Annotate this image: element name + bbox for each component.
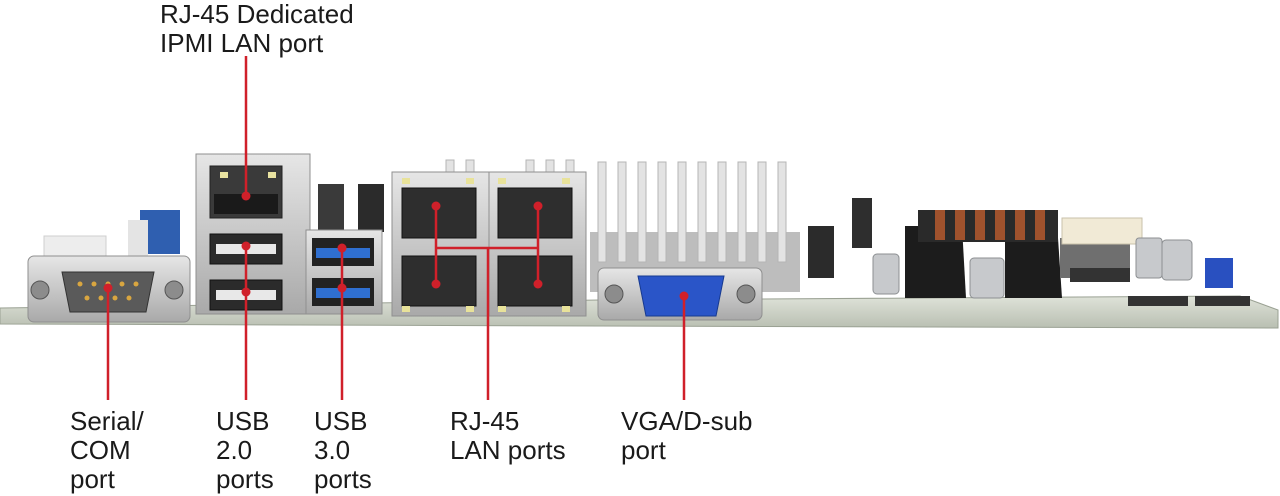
ipmi-label-line-2: IPMI LAN port xyxy=(160,28,324,58)
vga-label-line-2: port xyxy=(621,435,666,465)
callout-lines xyxy=(106,56,686,400)
serial-label-line-1: Serial/ xyxy=(70,406,144,436)
vga-port-label: VGA/D-sub port xyxy=(621,407,753,465)
ipmi-usb2-stack xyxy=(195,153,311,315)
usb3-ports-label: USB 3.0 ports xyxy=(314,407,372,494)
lan-label-line-2: LAN ports xyxy=(450,435,566,465)
usb3-stack xyxy=(305,229,383,315)
ipmi-label-line-1: RJ-45 Dedicated xyxy=(160,0,354,29)
usb2-ports-label: USB 2.0 ports xyxy=(216,407,274,494)
capacitors xyxy=(872,237,1193,299)
usb2-label-line-3: ports xyxy=(216,464,274,494)
callout-dots xyxy=(103,191,689,301)
lan-ports-label: RJ-45 LAN ports xyxy=(450,407,566,465)
usb2-label-line-1: USB xyxy=(216,406,270,436)
serial-com-port-label: Serial/ COM port xyxy=(70,407,144,494)
usb2-label-line-2: 2.0 xyxy=(216,435,253,465)
lan-label-line-1: RJ-45 xyxy=(450,406,520,436)
serial-label-line-2: COM xyxy=(70,435,131,465)
usb3-label-line-2: 3.0 xyxy=(314,435,351,465)
usb3-label-line-1: USB xyxy=(314,406,368,436)
serial-label-line-3: port xyxy=(70,464,115,494)
vga-label-line-1: VGA/D-sub xyxy=(621,406,753,436)
usb3-label-line-3: ports xyxy=(314,464,372,494)
ipmi-lan-port-label: RJ-45 Dedicated IPMI LAN port xyxy=(160,0,354,58)
expansion-slots xyxy=(905,210,1143,298)
